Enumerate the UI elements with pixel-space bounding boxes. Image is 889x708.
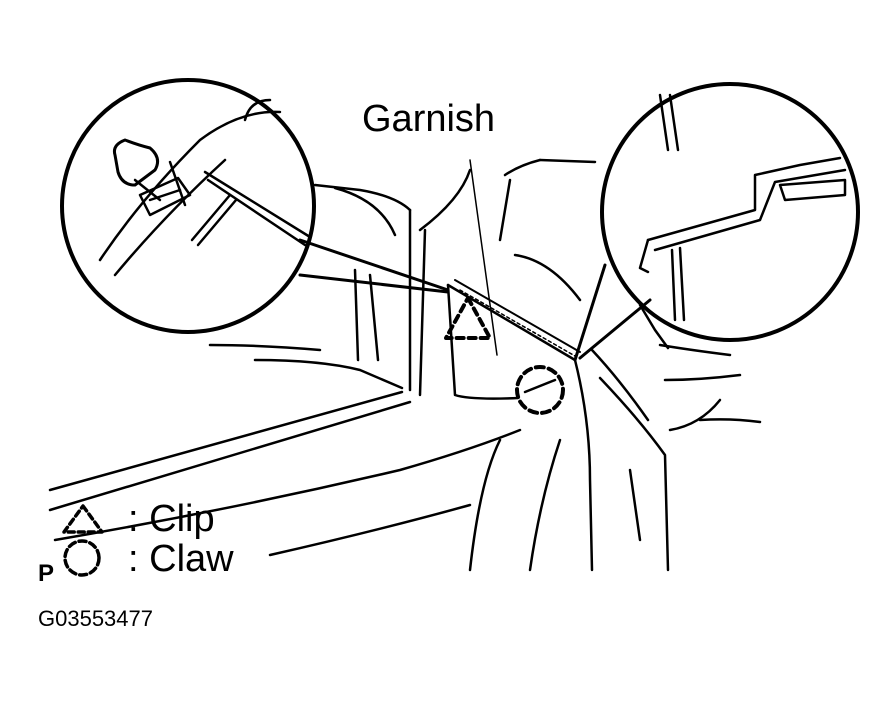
body-lines — [48, 158, 762, 572]
legend-prefix: P — [38, 560, 55, 587]
garnish-label: Garnish — [362, 98, 496, 140]
legend-claw-label: : Claw — [128, 538, 234, 580]
garnish-part — [446, 159, 581, 400]
legend-claw-text: Claw — [149, 538, 234, 580]
claw-circle-icon — [63, 539, 101, 577]
claw-detail-magnifier — [573, 82, 860, 362]
legend-clip-text: Clip — [149, 498, 215, 540]
clip-marker-on-garnish — [444, 296, 492, 340]
claw-marker-on-garnish — [515, 365, 565, 415]
legend-clip-label: : Clip — [128, 498, 215, 540]
clip-detail-magnifier — [60, 78, 450, 334]
clip-triangle-icon — [62, 504, 104, 534]
figure-code: G03553477 — [38, 606, 153, 631]
